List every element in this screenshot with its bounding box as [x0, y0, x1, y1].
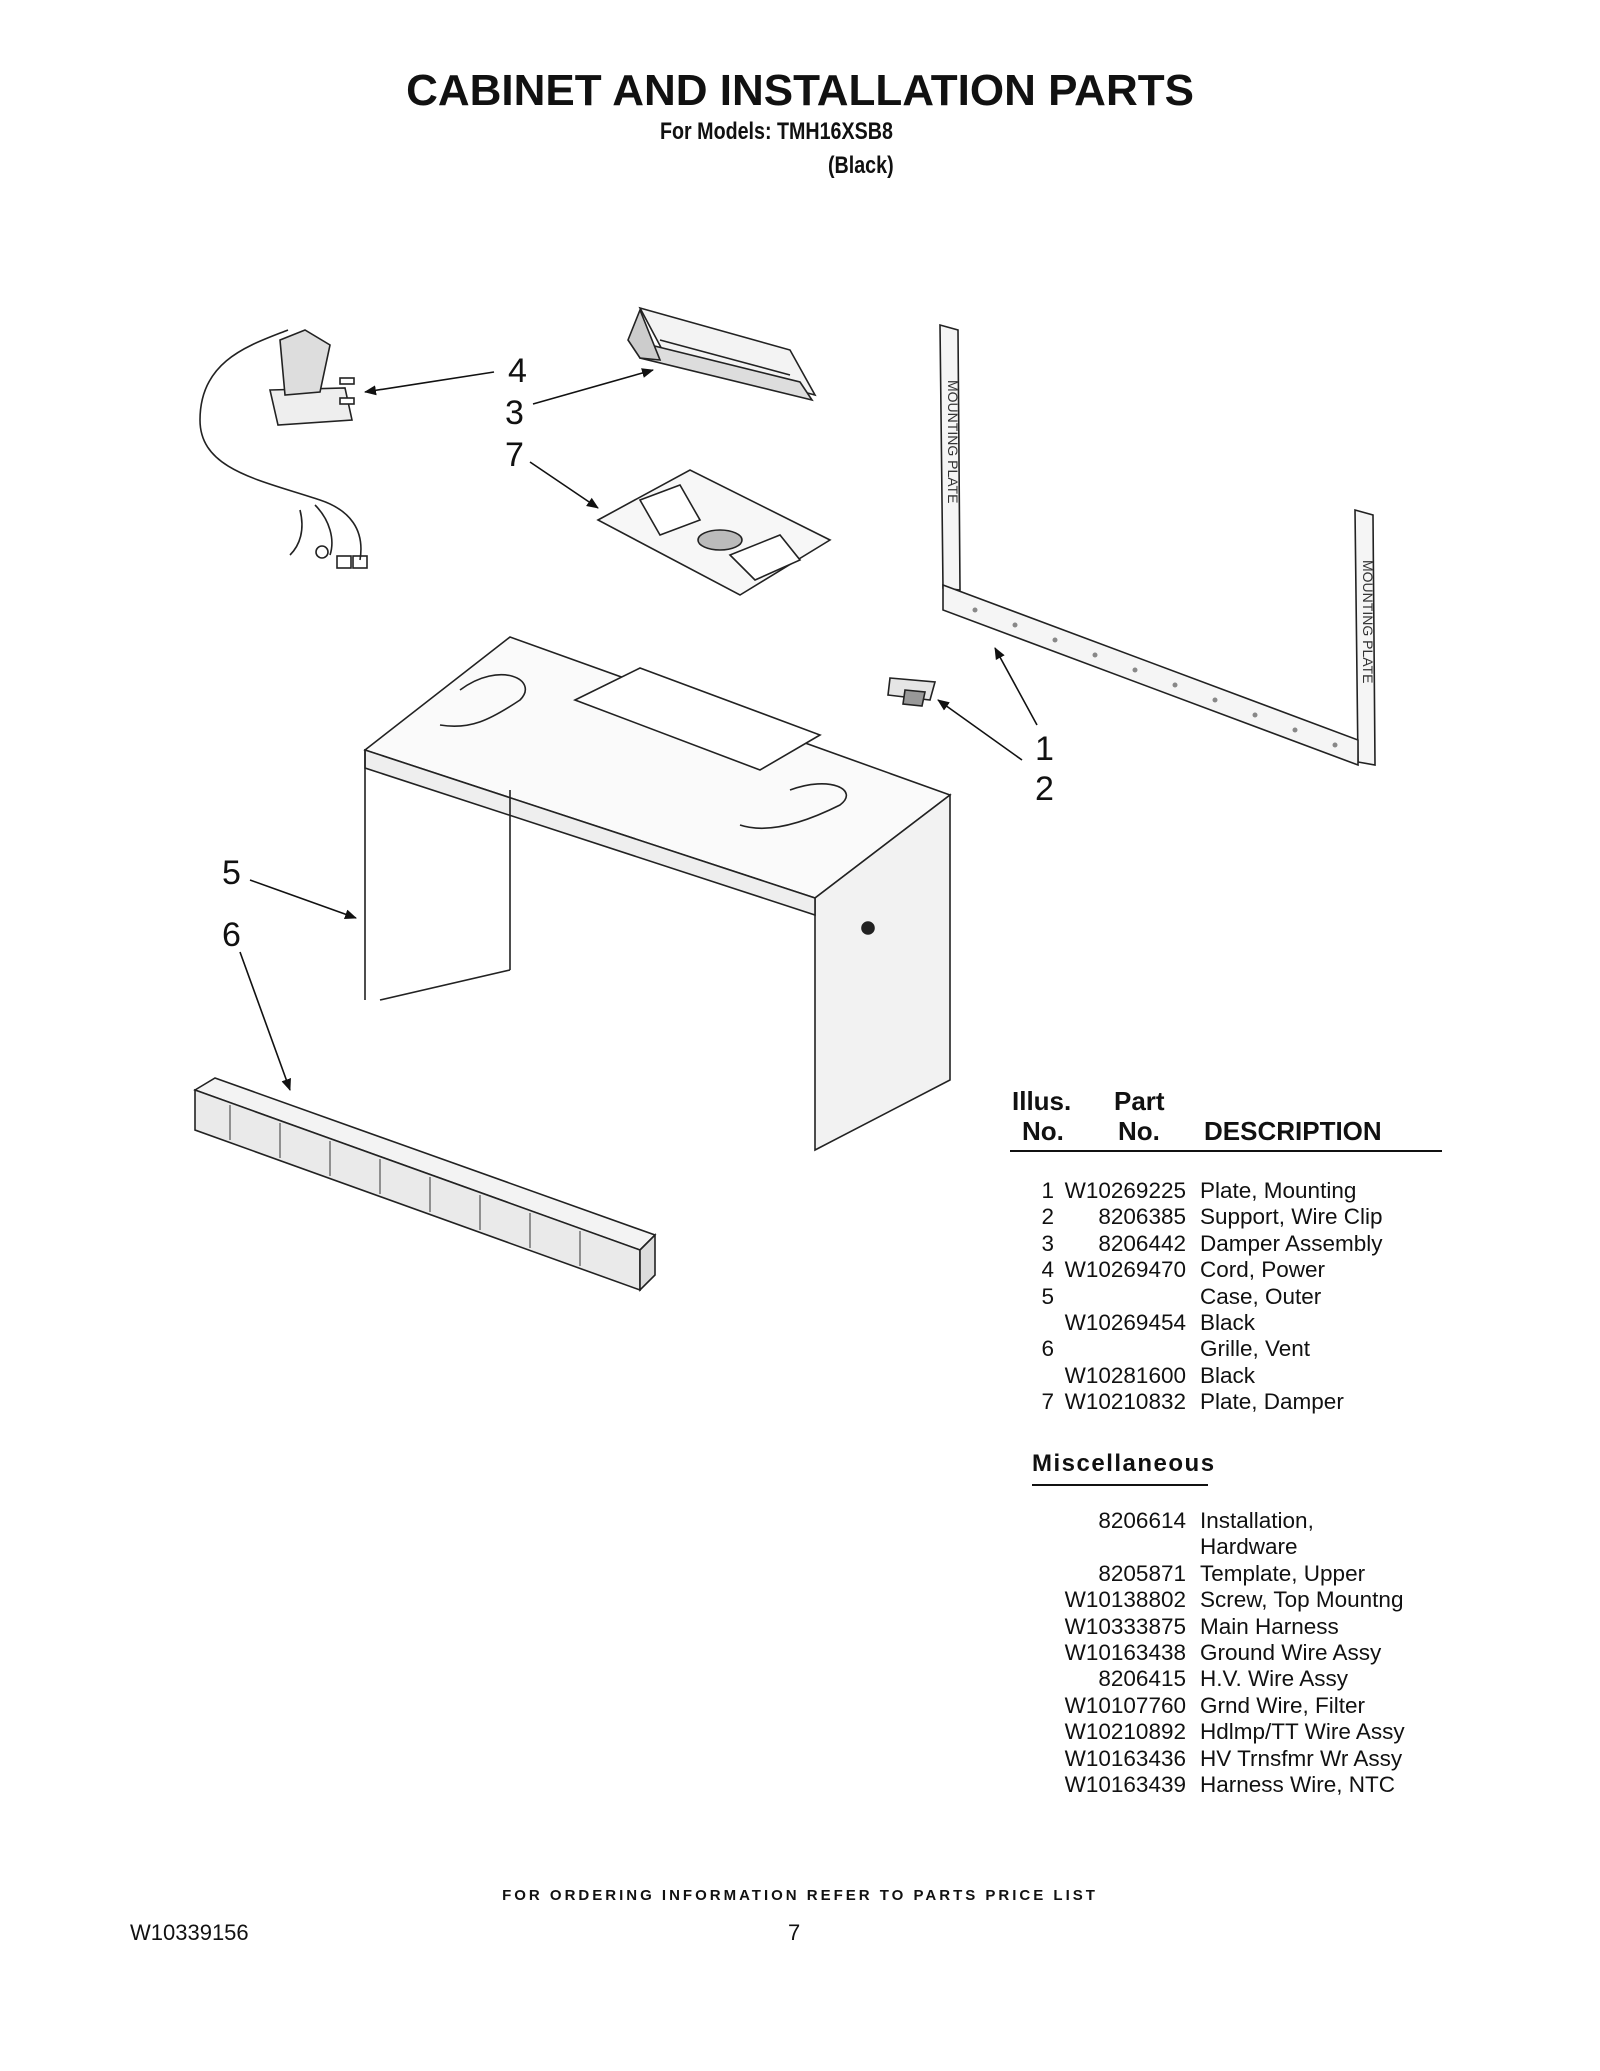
damper-plate-part	[596, 469, 832, 596]
outer-case-part	[363, 636, 952, 1152]
page-title: CABINET AND INSTALLATION PARTS	[406, 66, 1194, 115]
leader-arrow-4	[364, 371, 495, 396]
leader-arrow-1	[994, 647, 1038, 726]
miscellaneous-rule	[1032, 1484, 1208, 1486]
mounting-plate-label-left: MOUNTING PLATE	[945, 380, 961, 503]
leader-arrow-2	[937, 699, 1023, 761]
damper-assembly-part	[627, 306, 817, 402]
power-cord-part	[199, 329, 368, 569]
header-rule	[1010, 1150, 1442, 1152]
col-part-no-header: No.	[1118, 1116, 1160, 1146]
col-illus-header: Illus.	[1012, 1086, 1072, 1116]
models-line: For Models: TMH16XSB8	[660, 118, 893, 145]
callout-5: 5	[222, 854, 241, 892]
leader-arrow-6	[239, 951, 291, 1091]
mounting-plate-part: MOUNTING PLATE MOUNTING PLATE	[939, 323, 1376, 767]
callout-4: 4	[508, 352, 527, 390]
wire-clip-support-part	[887, 677, 937, 707]
vent-grille-part	[193, 1077, 657, 1292]
callout-7: 7	[505, 436, 524, 474]
table-row: Hardware	[1200, 1534, 1298, 1560]
document-number: W10339156	[130, 1920, 249, 1945]
callout-1: 1	[1035, 730, 1054, 768]
col-description-header: DESCRIPTION	[1204, 1116, 1382, 1146]
callout-6: 6	[222, 916, 241, 954]
callout-3: 3	[505, 394, 524, 432]
page-number: 7	[788, 1920, 801, 1945]
miscellaneous-title: Miscellaneous	[1032, 1450, 1216, 1477]
leader-arrow-5	[249, 879, 357, 919]
col-illus-no-header: No.	[1022, 1116, 1064, 1146]
col-part-header: Part	[1114, 1086, 1165, 1116]
exploded-parts-diagram: MOUNTING PLATE MOUNTING PLATE	[193, 306, 1376, 1292]
leader-arrow-7	[529, 461, 599, 509]
callout-2: 2	[1035, 770, 1054, 808]
leader-arrow-3	[532, 368, 654, 405]
mounting-plate-label-right: MOUNTING PLATE	[1360, 560, 1376, 683]
ordering-note: FOR ORDERING INFORMATION REFER TO PARTS …	[502, 1887, 1098, 1904]
color-line: (Black)	[828, 152, 894, 179]
